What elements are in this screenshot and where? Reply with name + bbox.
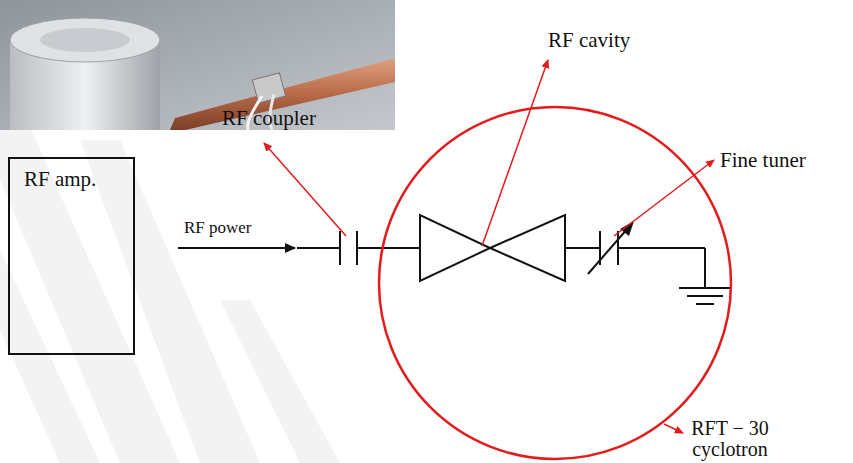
amplifier-box: RF amp. <box>8 157 135 355</box>
tuner-arrow <box>588 221 634 274</box>
cavity-photo <box>0 0 395 130</box>
leader-lines <box>264 60 714 433</box>
cyclotron-outline <box>379 107 731 459</box>
circle-outline <box>377 105 733 461</box>
cavity-circuit <box>297 215 731 304</box>
part-name: RF cavity <box>548 28 630 52</box>
part-name: RF coupler <box>222 106 316 130</box>
part-name: Fine tuner <box>720 148 806 172</box>
cyclotron-circle: RFT − 30 cyclotron <box>377 105 733 461</box>
power-arrow <box>178 247 295 249</box>
signal-label: RF power <box>182 218 254 238</box>
box-label: RF amp. <box>24 167 96 191</box>
part-label: RFT − 30 cyclotron <box>675 418 785 460</box>
